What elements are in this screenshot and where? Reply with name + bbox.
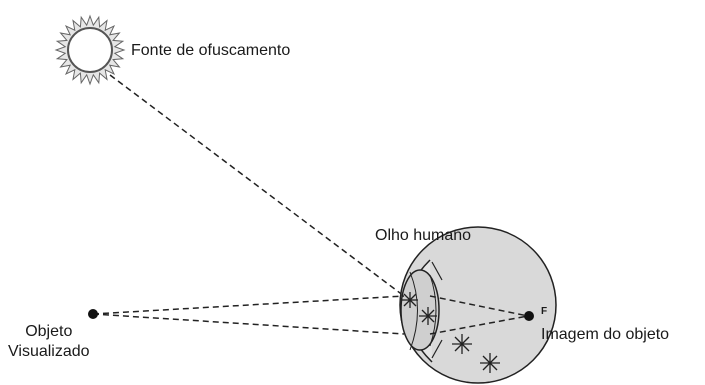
glare-source-label: Fonte de ofuscamento bbox=[131, 42, 291, 59]
glare-ray bbox=[109, 74, 405, 297]
human-eye-label: Olho humano bbox=[375, 227, 472, 244]
focus-label: F bbox=[541, 306, 548, 317]
object-label-line1: Objeto bbox=[25, 323, 73, 340]
asterisk-scatter-icon bbox=[402, 292, 500, 373]
image-label: Imagem do objeto bbox=[541, 326, 670, 343]
object-ray-lower bbox=[92, 313, 405, 335]
image-ray-upper bbox=[429, 295, 529, 317]
human-eye bbox=[399, 226, 557, 384]
object-label-line2: Visualizado bbox=[8, 343, 90, 360]
focal-point bbox=[524, 311, 534, 321]
sun-icon bbox=[54, 14, 126, 86]
image-ray-lower bbox=[429, 315, 529, 335]
lens bbox=[400, 269, 440, 351]
object-label: Objeto Visualizado bbox=[8, 322, 90, 362]
object-ray-upper bbox=[92, 295, 405, 315]
object-point bbox=[88, 309, 98, 319]
